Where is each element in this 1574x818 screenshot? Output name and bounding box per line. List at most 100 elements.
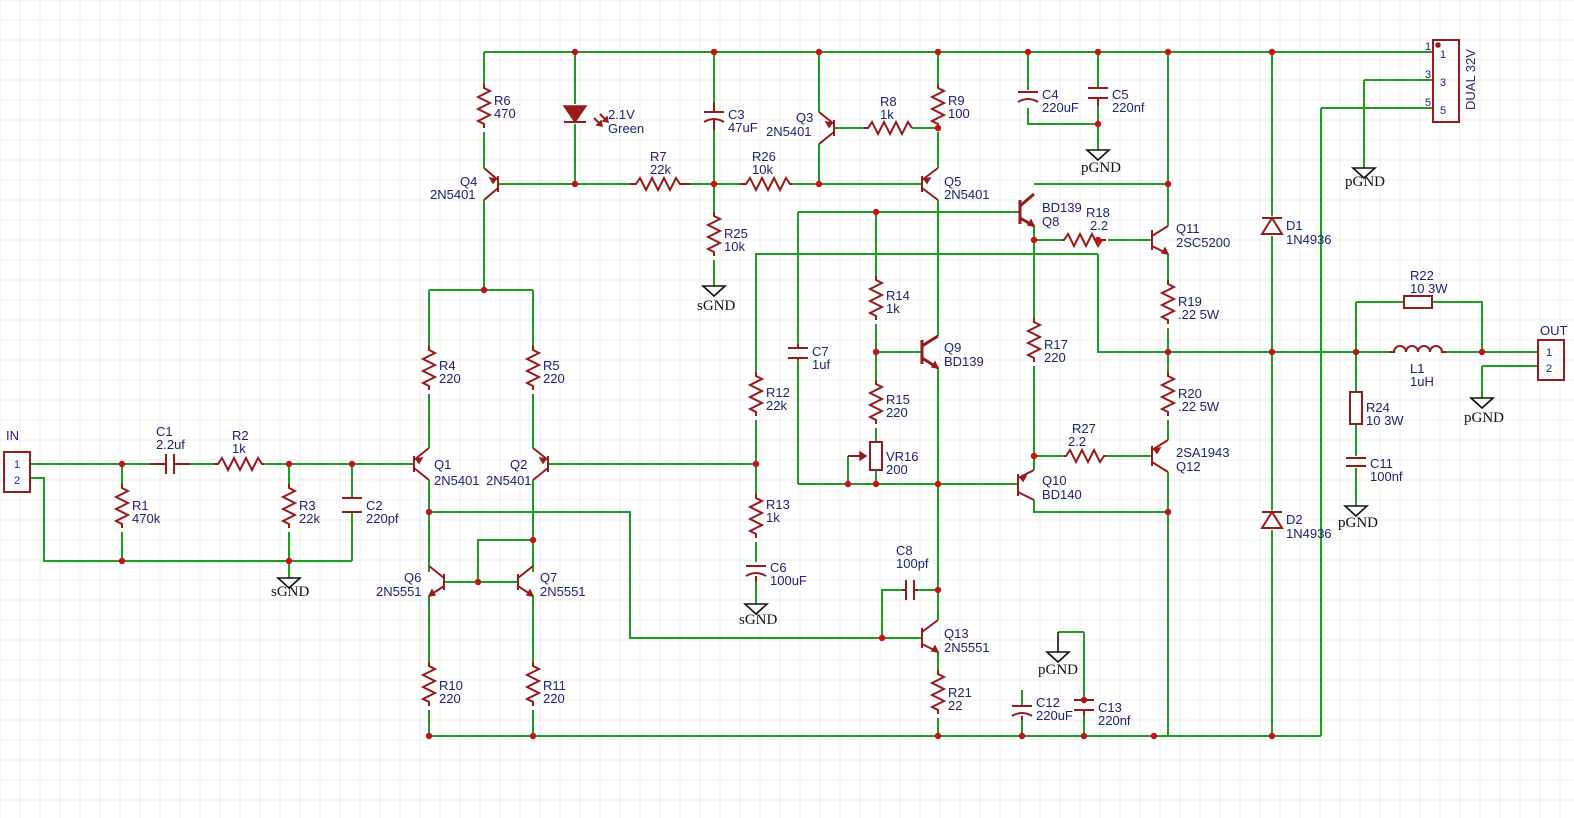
svg-text:C2: C2: [366, 498, 383, 513]
svg-text:Q7: Q7: [540, 570, 557, 585]
junction-dot: [474, 578, 482, 586]
svg-text:1k: 1k: [886, 301, 900, 316]
svg-text:470: 470: [494, 106, 516, 121]
svg-text:5: 5: [1440, 105, 1446, 117]
svg-text:220: 220: [439, 371, 461, 386]
svg-text:10k: 10k: [752, 162, 773, 177]
junction-dot: [571, 48, 579, 56]
svg-text:22: 22: [948, 698, 962, 713]
svg-text:22k: 22k: [766, 398, 787, 413]
inductor-l1: [1390, 345, 1446, 353]
svg-text:Q10: Q10: [1042, 473, 1067, 488]
svg-text:C12: C12: [1036, 695, 1060, 710]
junction-dot: [934, 586, 942, 594]
svg-text:2.2uf: 2.2uf: [156, 437, 185, 452]
svg-text:C4: C4: [1042, 87, 1059, 102]
svg-text:Q2: Q2: [510, 457, 527, 472]
svg-text:2: 2: [1546, 363, 1552, 375]
svg-text:R11: R11: [543, 678, 566, 693]
svg-text:BD140: BD140: [1042, 487, 1082, 502]
svg-text:BD139: BD139: [1042, 200, 1082, 215]
svg-text:220uF: 220uF: [1042, 100, 1079, 115]
svg-text:2.2: 2.2: [1068, 434, 1086, 449]
junction-dot: [1164, 508, 1172, 516]
svg-text:100pf: 100pf: [896, 556, 929, 571]
svg-text:1uf: 1uf: [812, 357, 830, 372]
svg-text:Q12: Q12: [1176, 459, 1201, 474]
labels: IN 1 2 OUT 1 2 DUAL 32V 1 1 3 3 5 5 sGND…: [6, 41, 1568, 728]
svg-text:sGND: sGND: [739, 612, 778, 628]
svg-text:1: 1: [1440, 49, 1446, 61]
svg-text:100: 100: [948, 106, 970, 121]
svg-text:C1: C1: [156, 424, 173, 439]
svg-text:1: 1: [1546, 347, 1552, 359]
svg-text:R1: R1: [132, 498, 149, 513]
svg-text:R3: R3: [299, 498, 316, 513]
junction-dot: [571, 180, 579, 188]
junction-dot: [1030, 452, 1038, 460]
junction-dot: [1030, 236, 1038, 244]
svg-text:D2: D2: [1286, 512, 1303, 527]
wires: [30, 51, 1538, 737]
svg-text:R2: R2: [232, 428, 249, 443]
svg-text:Q1: Q1: [434, 457, 451, 472]
junction-dot: [1094, 48, 1102, 56]
svg-text:2SC5200: 2SC5200: [1176, 235, 1230, 250]
svg-text:Green: Green: [608, 121, 644, 136]
svg-text:pGND: pGND: [1345, 174, 1385, 190]
svg-text:VR16: VR16: [886, 449, 919, 464]
svg-text:C6: C6: [770, 560, 787, 575]
junction-dot: [815, 180, 823, 188]
svg-text:C7: C7: [812, 344, 829, 359]
svg-text:Q8: Q8: [1042, 214, 1059, 229]
junction-dot: [752, 460, 760, 468]
svg-text:470k: 470k: [132, 511, 161, 526]
svg-text:220: 220: [886, 405, 908, 420]
svg-text:Q13: Q13: [944, 626, 969, 641]
junction-dot: [1164, 180, 1172, 188]
supply-connector-label: DUAL 32V: [1463, 49, 1478, 110]
svg-text:220nf: 220nf: [1098, 713, 1131, 728]
svg-text:pGND: pGND: [1464, 410, 1504, 426]
svg-text:220nf: 220nf: [1112, 100, 1145, 115]
diodes: [562, 105, 1284, 529]
svg-text:220: 220: [543, 371, 565, 386]
junction-dot: [1094, 120, 1102, 128]
svg-text:1k: 1k: [880, 107, 894, 122]
svg-text:2N5551: 2N5551: [540, 584, 586, 599]
svg-text:2N5401: 2N5401: [766, 124, 812, 139]
junction-dot: [1018, 732, 1026, 740]
junctions: [118, 48, 1486, 740]
svg-text:220: 220: [543, 691, 565, 706]
svg-text:Q6: Q6: [404, 570, 421, 585]
junction-dot: [1352, 348, 1360, 356]
svg-text:1N4936: 1N4936: [1286, 526, 1332, 541]
svg-text:sGND: sGND: [697, 298, 736, 314]
in-connector-label: IN: [6, 428, 19, 443]
svg-text:R8: R8: [880, 94, 897, 109]
capacitors: [150, 87, 1366, 720]
svg-text:22k: 22k: [650, 162, 671, 177]
connectors: [3, 39, 1565, 493]
svg-text:sGND: sGND: [271, 584, 310, 600]
svg-text:1N4936: 1N4936: [1286, 232, 1332, 247]
svg-text:C13: C13: [1098, 700, 1122, 715]
svg-text:2.1V: 2.1V: [608, 107, 635, 122]
svg-text:R10: R10: [439, 678, 463, 693]
svg-text:10 3W: 10 3W: [1410, 281, 1448, 296]
junction-dot: [934, 480, 942, 488]
svg-text:R9: R9: [948, 93, 965, 108]
junction-dot: [815, 48, 823, 56]
resistors: [113, 84, 1433, 714]
svg-text:2N5401: 2N5401: [434, 473, 480, 488]
svg-text:R27: R27: [1072, 421, 1096, 436]
junction-dot: [285, 557, 293, 565]
svg-text:3: 3: [1425, 69, 1431, 81]
svg-text:1k: 1k: [766, 510, 780, 525]
svg-text:100uF: 100uF: [770, 573, 807, 588]
svg-text:1k: 1k: [232, 441, 246, 456]
svg-text:2N5401: 2N5401: [944, 187, 990, 202]
svg-text:1: 1: [1425, 41, 1431, 53]
out-connector-label: OUT: [1540, 323, 1568, 338]
